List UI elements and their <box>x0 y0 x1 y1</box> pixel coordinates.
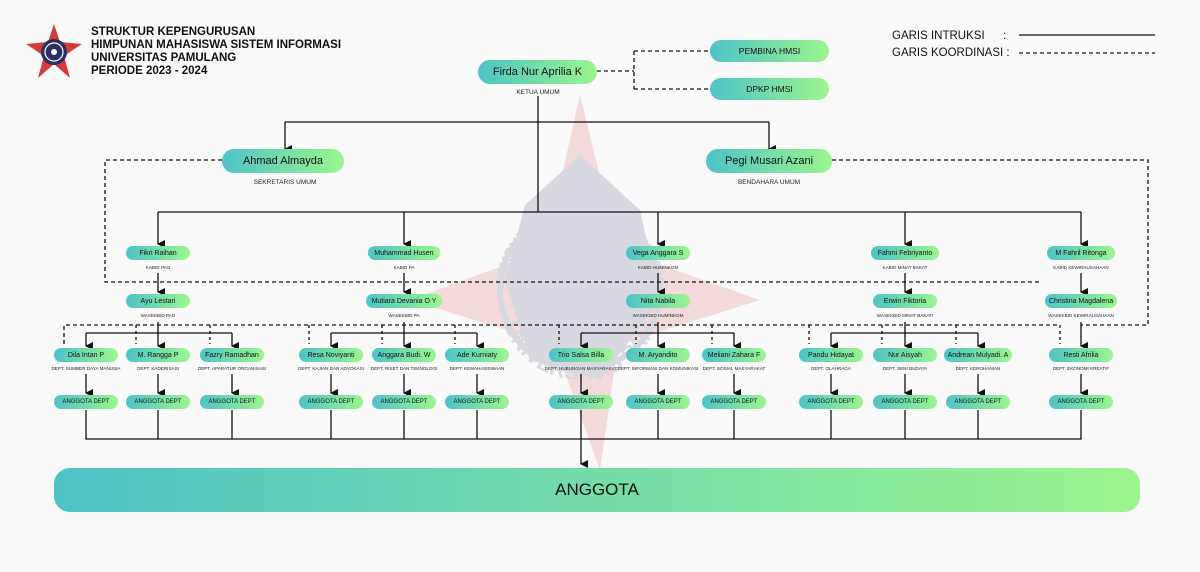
node-dept-head[interactable]: Nur Aisyah <box>873 348 937 362</box>
node-bendahara-umum[interactable]: Pegi Musari Azani <box>706 149 832 173</box>
node-dept-head[interactable]: Pandu Hidayat <box>799 348 863 362</box>
node-dept-head[interactable]: Ade Kurniaty <box>445 348 509 362</box>
dept-label: DEPT. KAJIAN DAN ADVOKASI <box>298 366 364 371</box>
role-wasekbid: WASEKBID PAO <box>140 313 176 318</box>
node-kabid[interactable]: Muhammad Husen <box>368 246 440 260</box>
node-dept-head[interactable]: Resa Noviyanti <box>299 348 363 362</box>
dept-label: DEPT. SENI BUDAYA <box>882 366 928 371</box>
page-title: STRUKTUR KEPENGURUSAN HIMPUNAN MAHASISWA… <box>91 26 341 78</box>
node-anggota-dept[interactable]: ANGGOTA DEPT <box>549 395 613 409</box>
node-dept-head[interactable]: Trio Salsa Billa <box>549 348 613 362</box>
node-dept-head[interactable]: Resti Afrilia <box>1049 348 1113 362</box>
legend-colon: : <box>1003 30 1007 42</box>
dept-label: DEPT. HUBUNGAN MASYARAKAT <box>544 366 618 371</box>
dept-label: DEPT. KEROHANIAN <box>955 366 1001 371</box>
node-dept-head[interactable]: M. Rangga P <box>126 348 190 362</box>
role-sekretaris-umum: SEKRETARIS UMUM <box>253 179 317 186</box>
role-wasekbid: WASEKBID MINAT BAKATI <box>876 313 934 318</box>
legend-instruksi-label: GARIS INTRUKSI <box>892 30 985 42</box>
node-dept-head[interactable]: Andrean Mulyadi. A <box>944 348 1012 362</box>
node-anggota-dept[interactable]: ANGGOTA DEPT <box>946 395 1010 409</box>
role-kabid: KABID PA <box>393 265 415 270</box>
node-anggota-dept[interactable]: ANGGOTA DEPT <box>299 395 363 409</box>
role-wasekbid: WASEKBID HUMINKOM <box>632 313 684 318</box>
role-ketua-umum: KETUA UMUM <box>516 89 560 96</box>
node-dept-head[interactable]: Meliani Zahara F <box>702 348 766 362</box>
node-kabid[interactable]: M Fahril Ritonga <box>1047 246 1115 260</box>
node-anggota-dept[interactable]: ANGGOTA DEPT <box>873 395 937 409</box>
dept-label: DEPT. APARATUR ORGANISASI <box>197 366 267 371</box>
role-kabid: KABID KEWIRAUSAHAAN <box>1053 265 1109 270</box>
role-bendahara-umum: BENDAHARA UMUM <box>737 179 801 186</box>
node-wasekbid[interactable]: Nita Nabila <box>626 294 690 308</box>
title-line: STRUKTUR KEPENGURUSAN <box>91 26 256 38</box>
dept-label: DEPT. EKONOMI KREATIF <box>1052 366 1110 371</box>
node-pembina-hmsi[interactable]: PEMBINA HMSI <box>710 40 829 62</box>
node-dept-head[interactable]: Dila Intan P <box>54 348 118 362</box>
node-anggota[interactable]: ANGGOTA <box>54 468 1140 512</box>
node-kabid[interactable]: Fikri Raihan <box>126 246 190 260</box>
node-anggota-dept[interactable]: ANGGOTA DEPT <box>1049 395 1113 409</box>
node-kabid[interactable]: Fahmi Febriyanto <box>871 246 939 260</box>
role-wasekbid: WASEKBID PA <box>388 313 420 318</box>
role-wasekbid: WASEKBID KEWIRAUSAHAAN <box>1048 313 1114 318</box>
dept-label: DEPT. KEMAHASISWAAN <box>449 366 505 371</box>
node-dept-head[interactable]: Fazry Ramadhan <box>200 348 264 362</box>
node-kabid[interactable]: Vega Anggara S <box>626 246 690 260</box>
node-anggota-dept[interactable]: ANGGOTA DEPT <box>445 395 509 409</box>
node-anggota-dept[interactable]: ANGGOTA DEPT <box>702 395 766 409</box>
dept-label: DEPT. OLAHRAGA <box>811 366 851 371</box>
node-anggota-dept[interactable]: ANGGOTA DEPT <box>54 395 118 409</box>
node-anggota-dept[interactable]: ANGGOTA DEPT <box>799 395 863 409</box>
dept-label: DEPT. SUMBER DAYA MANUSIA <box>51 366 121 371</box>
role-kabid: KABID HUMINKOM <box>637 265 679 270</box>
role-kabid: KABID MINAT BAKAT <box>882 265 928 270</box>
title-line: HIMPUNAN MAHASISWA SISTEM INFORMASI <box>91 39 342 51</box>
title-line: UNIVERSITAS PAMULANG <box>91 52 237 64</box>
node-wasekbid[interactable]: Erwin Fiktoria <box>873 294 937 308</box>
role-kabid: KABID PAO <box>145 265 171 270</box>
node-anggota-dept[interactable]: ANGGOTA DEPT <box>200 395 264 409</box>
node-dept-head[interactable]: Anggara Budi. W <box>372 348 436 362</box>
node-wasekbid[interactable]: Mutiara Devania O Y <box>366 294 442 308</box>
node-wasekbid[interactable]: Ayu Lestari <box>126 294 190 308</box>
legend-koordinasi-label: GARIS KOORDINASI : <box>892 47 1010 59</box>
hmsi-logo-icon <box>26 24 82 78</box>
dept-label: DEPT. INFORMASI DAN KOMUNIKASI <box>617 366 699 371</box>
node-ketua-umum[interactable]: Firda Nur Aprilia K <box>478 60 597 84</box>
node-dept-head[interactable]: M. Aryandito <box>626 348 690 362</box>
node-dpkp-hmsi[interactable]: DPKP HMSI <box>710 78 829 100</box>
node-anggota-dept[interactable]: ANGGOTA DEPT <box>372 395 436 409</box>
dept-label: DEPT. SOSIAL MASYARAKAT <box>702 366 766 371</box>
dept-label: DEPT. RISET DAN TEKNOLOGI <box>370 366 438 371</box>
node-anggota-dept[interactable]: ANGGOTA DEPT <box>126 395 190 409</box>
node-anggota-dept[interactable]: ANGGOTA DEPT <box>626 395 690 409</box>
node-wasekbid[interactable]: Christina Magdalena <box>1045 294 1117 308</box>
node-sekretaris-umum[interactable]: Ahmad Almayda <box>222 149 344 173</box>
title-line: PERIODE 2023 - 2024 <box>91 65 208 77</box>
dept-label: DEPT. KADERISASI <box>137 366 179 371</box>
